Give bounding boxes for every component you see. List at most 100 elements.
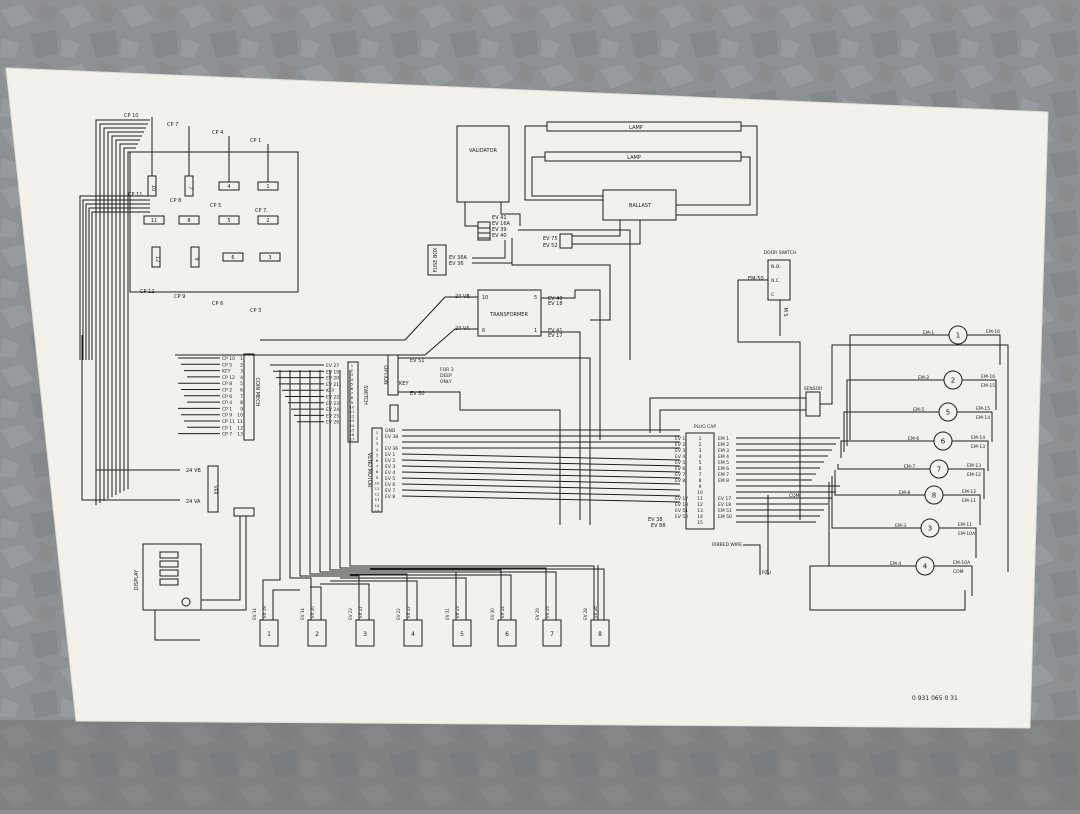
deep-note: DEEP: [440, 373, 452, 379]
motor-right-label: EM-16: [981, 374, 995, 380]
plug-pin: 1: [699, 436, 702, 442]
lamp-label: LAMP: [627, 155, 641, 161]
vend-pin: 8: [376, 469, 379, 474]
plug-left-label: EV 17: [675, 496, 688, 502]
cp-label: CP 1: [250, 138, 261, 144]
wire: [309, 370, 408, 620]
wire: [350, 574, 512, 620]
power-label: 24 VB: [186, 468, 201, 474]
coin-position-number: 12: [154, 256, 160, 262]
motor-right-label: EM-12: [962, 489, 976, 495]
wire-bundle: [111, 135, 142, 497]
wire-bundle: [79, 195, 150, 360]
switch-ev-label: EV 19: [326, 369, 339, 375]
coin-position-number: 2: [266, 218, 269, 224]
switch-pin: 2: [351, 368, 354, 373]
wire: [329, 370, 502, 620]
relay-box: [542, 619, 562, 647]
coin-position-number: 10: [150, 185, 156, 191]
wire: [500, 202, 521, 226]
vend-pin: 5: [376, 452, 379, 457]
wire: [939, 527, 977, 558]
wire: [320, 583, 370, 620]
wire: [572, 220, 641, 245]
vend-word: VEND MOTOR: [366, 453, 372, 488]
plug-right-label: EV 18: [718, 502, 731, 508]
wire: [843, 411, 939, 452]
wire: [743, 544, 761, 575]
coin-mech-pin: 5: [240, 381, 243, 387]
plug-left-label: EV 7: [675, 472, 685, 478]
wire-bundle: [115, 139, 140, 495]
wire: [340, 577, 467, 620]
relay-box: [590, 619, 610, 647]
coin-mech-cp-label: KEY: [222, 369, 231, 375]
plug-right-label: EM 7: [718, 472, 729, 478]
display-label: DISPLAY: [134, 569, 140, 590]
relay-box: [403, 619, 423, 647]
option-connector: [387, 354, 399, 396]
plug-pin: 3: [699, 448, 702, 454]
motor-left-label: EM-8: [899, 490, 910, 496]
relay-ev-b: EV 20: [310, 606, 315, 618]
vend-pin: 11: [375, 486, 380, 491]
wire: [834, 470, 925, 496]
vend-ev-label: EV 7: [385, 488, 395, 494]
vend-ev-label: EV 4: [385, 470, 395, 476]
display-segment: [159, 578, 179, 586]
cp-label: CP 7: [167, 122, 178, 128]
vend-pin: 2: [376, 436, 379, 441]
plug-pin: 7: [699, 472, 702, 478]
door-switch-c: C: [771, 292, 774, 298]
coin-position-number: 7: [187, 186, 193, 189]
power-label: 24 VA: [186, 499, 201, 505]
motor-right2-label: EM-11: [962, 498, 976, 504]
plug-left-label: EV 6: [675, 466, 685, 472]
wire: [299, 370, 360, 620]
metal-shade-bottom: [0, 720, 1080, 810]
vend-ev-label: EV 8: [385, 494, 395, 500]
cp-label: CP 4: [212, 130, 223, 136]
cp-label: CP 9: [174, 294, 185, 300]
wire: [676, 125, 758, 216]
switch-pin: 7: [351, 391, 354, 396]
transformer-pin: 1: [534, 328, 537, 334]
coin-mech-cp-label: CP 10: [222, 356, 235, 362]
plug-pin: 9: [699, 484, 702, 490]
vend-pin: 13: [375, 497, 380, 502]
power-connector: [207, 465, 219, 513]
coin-mech-cp-label: CP 11: [222, 419, 235, 425]
switch-word: SWITCH: [362, 385, 368, 405]
relay-box: [307, 619, 327, 647]
motor-left-label: EM-4: [890, 561, 901, 567]
coin-mech-cp-label: CP 1: [222, 425, 232, 431]
wire-bundle: [127, 151, 134, 489]
wire: [948, 468, 985, 499]
switch-connector: [347, 361, 359, 443]
vend-pin: 3: [376, 441, 379, 446]
plug-pin: 5: [699, 460, 702, 466]
coin-mech-pin: 12: [237, 425, 243, 431]
motor-right2-label: EM-13: [971, 444, 985, 450]
wire: [401, 465, 681, 473]
coin-mech-cp-label: CP 5: [222, 362, 232, 368]
relay-ev-a: EV 30: [490, 608, 495, 620]
coin-position-box: [178, 215, 200, 225]
wire-bundle: [88, 207, 150, 360]
coin-position-box: [190, 246, 200, 268]
cp-label: CP 7.: [255, 208, 268, 214]
plug-left-label: EV 50: [675, 514, 688, 520]
coin-mech-pin: 6: [240, 388, 243, 394]
display-knob: [181, 597, 191, 607]
vend-motor-connector: [371, 427, 383, 513]
motor-right-label: EM-15: [976, 406, 990, 412]
wire: [154, 516, 247, 641]
wire: [464, 202, 478, 227]
plug-left-label: EV 3: [675, 448, 685, 454]
wire: [659, 409, 806, 433]
plug-right-label: EM 50: [718, 514, 732, 520]
switch-pin: 16: [350, 432, 355, 437]
wire: [401, 489, 681, 497]
coin-mech-cp-label: CP 7: [222, 432, 232, 438]
motor-number: 8: [932, 492, 936, 500]
